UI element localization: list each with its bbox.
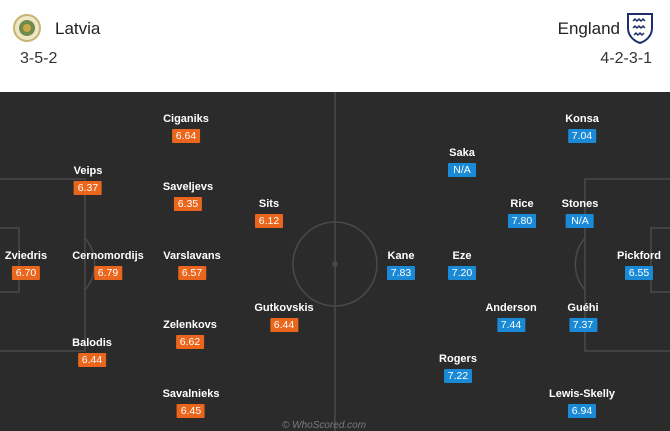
player-ciganiks[interactable]: Ciganiks 6.64 <box>163 113 209 144</box>
player-varslavans[interactable]: Varslavans 6.57 <box>163 250 221 281</box>
player-eze[interactable]: Eze 7.20 <box>448 250 476 281</box>
player-name: Guéhi <box>567 302 599 314</box>
rating-badge: 6.12 <box>255 214 283 228</box>
player-pickford[interactable]: Pickford 6.55 <box>617 250 661 281</box>
player-name: Cernomordijs <box>72 250 144 262</box>
player-kane[interactable]: Kane 7.83 <box>387 250 415 281</box>
match-header: Latvia 3-5-2 England 4-2-3-1 <box>0 0 670 90</box>
rating-badge: 7.22 <box>444 369 472 383</box>
rating-badge: N/A <box>566 214 594 228</box>
player-name: Rice <box>510 198 534 210</box>
player-guehi[interactable]: Guéhi 7.37 <box>567 302 599 333</box>
rating-badge: 7.20 <box>448 266 476 280</box>
player-sits[interactable]: Sits 6.12 <box>255 198 283 229</box>
away-team-name[interactable]: England <box>557 19 620 38</box>
rating-badge: 7.80 <box>508 214 536 228</box>
player-name: Ciganiks <box>163 113 209 125</box>
player-name: Kane <box>387 250 415 262</box>
player-name: Balodis <box>72 337 112 349</box>
player-lewis-skelly[interactable]: Lewis-Skelly 6.94 <box>549 388 615 419</box>
watermark: © WhoScored.com <box>282 420 367 431</box>
player-anderson[interactable]: Anderson 7.44 <box>485 302 537 333</box>
player-name: Sits <box>258 198 280 210</box>
pitch: Zviedris 6.70 Veips 6.37 Cernomordijs 6.… <box>0 92 670 431</box>
player-name: Savalnieks <box>162 388 220 400</box>
rating-badge: 6.62 <box>176 335 204 349</box>
england-crest-icon <box>627 13 653 44</box>
player-konsa[interactable]: Konsa 7.04 <box>565 113 599 144</box>
player-name: Pickford <box>616 250 662 262</box>
rating-badge: 6.64 <box>171 129 200 143</box>
rating-badge: 6.55 <box>624 266 653 280</box>
player-name: Veips <box>73 165 103 177</box>
rating-badge: 6.57 <box>178 266 206 280</box>
rating-badge: 7.44 <box>497 318 525 332</box>
rating-badge: 6.44 <box>270 318 298 332</box>
player-zviedris[interactable]: Zviedris 6.70 <box>5 250 47 281</box>
player-stones[interactable]: Stones N/A <box>561 198 599 229</box>
player-name: Zviedris <box>4 250 48 262</box>
player-zelenkovs[interactable]: Zelenkovs 6.62 <box>163 319 217 350</box>
away-formation: 4-2-3-1 <box>600 50 652 67</box>
player-savalnieks[interactable]: Savalnieks 6.45 <box>162 388 220 419</box>
player-gutkovskis[interactable]: Gutkovskis 6.44 <box>254 302 314 333</box>
player-name: Gutkovskis <box>254 302 314 314</box>
pitch-markings <box>0 92 670 431</box>
rating-badge: 7.83 <box>387 266 415 280</box>
player-name: Varslavans <box>163 250 221 262</box>
home-formation: 3-5-2 <box>20 50 58 67</box>
rating-badge: 6.70 <box>12 266 40 280</box>
player-name: Eze <box>452 250 472 262</box>
player-rice[interactable]: Rice 7.80 <box>508 198 536 229</box>
home-team-name[interactable]: Latvia <box>55 19 101 38</box>
rating-badge: 6.94 <box>567 404 596 418</box>
rating-badge: 7.37 <box>568 318 597 332</box>
latvia-crest-icon <box>13 14 41 42</box>
player-name: Rogers <box>439 353 477 365</box>
rating-badge: 6.45 <box>177 404 205 418</box>
player-balodis[interactable]: Balodis 6.44 <box>72 337 112 368</box>
rating-badge: 6.79 <box>93 266 122 280</box>
rating-badge: 6.37 <box>74 181 102 195</box>
player-name: Lewis-Skelly <box>548 388 616 400</box>
player-saveljevs[interactable]: Saveljevs 6.35 <box>163 181 213 212</box>
player-saka[interactable]: Saka N/A <box>448 147 476 178</box>
player-name: Zelenkovs <box>163 319 217 331</box>
player-name: Konsa <box>565 113 599 125</box>
player-name: Saveljevs <box>162 181 214 193</box>
rating-badge: 6.35 <box>174 197 202 211</box>
player-cernomordijs[interactable]: Cernomordijs 6.79 <box>72 250 144 281</box>
player-veips[interactable]: Veips 6.37 <box>73 165 103 196</box>
rating-badge: N/A <box>448 163 476 177</box>
rating-badge: 7.04 <box>568 129 596 143</box>
player-name: Stones <box>561 198 599 210</box>
player-name: Anderson <box>485 302 537 314</box>
player-name: Saka <box>449 147 475 159</box>
player-rogers[interactable]: Rogers 7.22 <box>439 353 477 384</box>
rating-badge: 6.44 <box>77 353 106 367</box>
